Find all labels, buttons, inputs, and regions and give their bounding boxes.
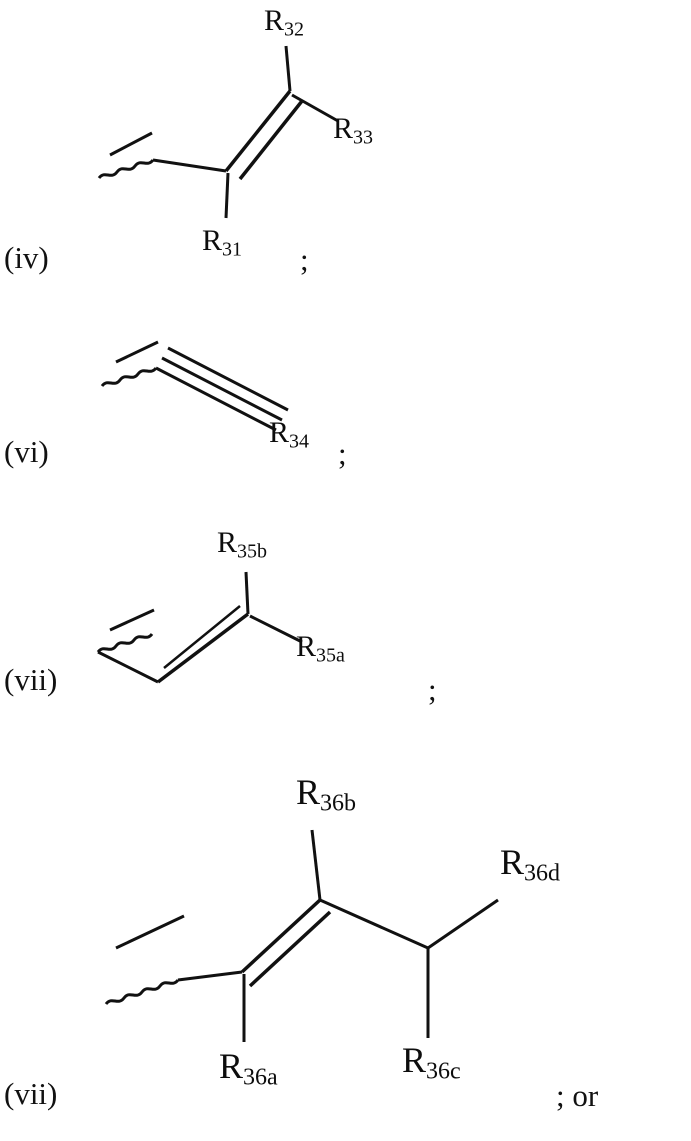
wavy-bond-icon xyxy=(100,366,158,388)
bond-double-line2 xyxy=(163,605,241,669)
bond-to-r35b xyxy=(244,571,250,615)
wavy-bond-icon xyxy=(97,158,155,180)
attachment-tick xyxy=(115,340,159,364)
structure-vii-a-drawing xyxy=(96,571,303,684)
bond-double-line1 xyxy=(240,898,322,974)
bond-triple-line1 xyxy=(155,366,277,432)
bond-single-left xyxy=(97,650,159,684)
structure-punctuation-vii-b: ; or xyxy=(556,1078,599,1113)
structure-punctuation-iv: ; xyxy=(300,242,309,277)
attachment-tick xyxy=(115,914,185,950)
bond-to-r36b xyxy=(310,829,322,901)
bond-to-r31 xyxy=(224,172,230,219)
substituent-r32: R32 xyxy=(264,4,305,41)
structure-vi-drawing xyxy=(100,340,289,432)
bond-double-line2 xyxy=(238,99,304,181)
structure-punctuation-vii-a: ; xyxy=(428,672,437,707)
substituent-r33: R33 xyxy=(333,112,374,149)
bond-triple-line2 xyxy=(161,356,283,422)
bond-to-r36d xyxy=(427,898,499,950)
wavy-bond-icon xyxy=(96,632,154,654)
substituent-r36a: R36a xyxy=(219,1046,278,1091)
substituent-r36c: R36c xyxy=(402,1040,461,1085)
bond-double-line2 xyxy=(248,910,332,988)
structure-iv: R32 R33 R31 xyxy=(80,0,500,300)
substituent-r35a: R35a xyxy=(296,630,345,667)
bond-double-line1 xyxy=(224,89,292,173)
structure-vii-b-drawing xyxy=(104,829,499,1042)
structure-vii-a: R35b R35a xyxy=(80,520,500,720)
bond-double-line1 xyxy=(156,612,250,684)
structure-vi: R34 xyxy=(80,320,440,490)
bond-to-r35a xyxy=(249,614,303,644)
structure-iv-drawing xyxy=(97,45,339,219)
substituent-r34: R34 xyxy=(269,416,310,453)
structure-vii-b: R36b R36d R36a R36c xyxy=(80,760,640,1090)
wavy-bond-icon xyxy=(104,978,180,1006)
structure-label-vii-b: (vii) xyxy=(4,1076,58,1111)
substituent-r31: R31 xyxy=(202,224,243,261)
substituent-r36d: R36d xyxy=(500,842,561,887)
bond-chain xyxy=(319,898,429,950)
substituent-r36b: R36b xyxy=(296,772,357,817)
bond-single-left xyxy=(177,970,243,982)
bond-triple-line3 xyxy=(167,346,289,412)
substituent-r35b: R35b xyxy=(217,526,268,563)
structure-label-vii-a: (vii) xyxy=(4,662,58,697)
attachment-tick xyxy=(109,608,155,632)
structure-label-vi: (vi) xyxy=(4,434,49,469)
bond-to-r33 xyxy=(291,93,339,123)
bond-to-r32 xyxy=(284,45,292,92)
structure-punctuation-vi: ; xyxy=(338,436,347,471)
attachment-tick xyxy=(109,131,153,157)
structure-label-iv: (iv) xyxy=(4,240,49,275)
bond-single xyxy=(152,158,227,173)
